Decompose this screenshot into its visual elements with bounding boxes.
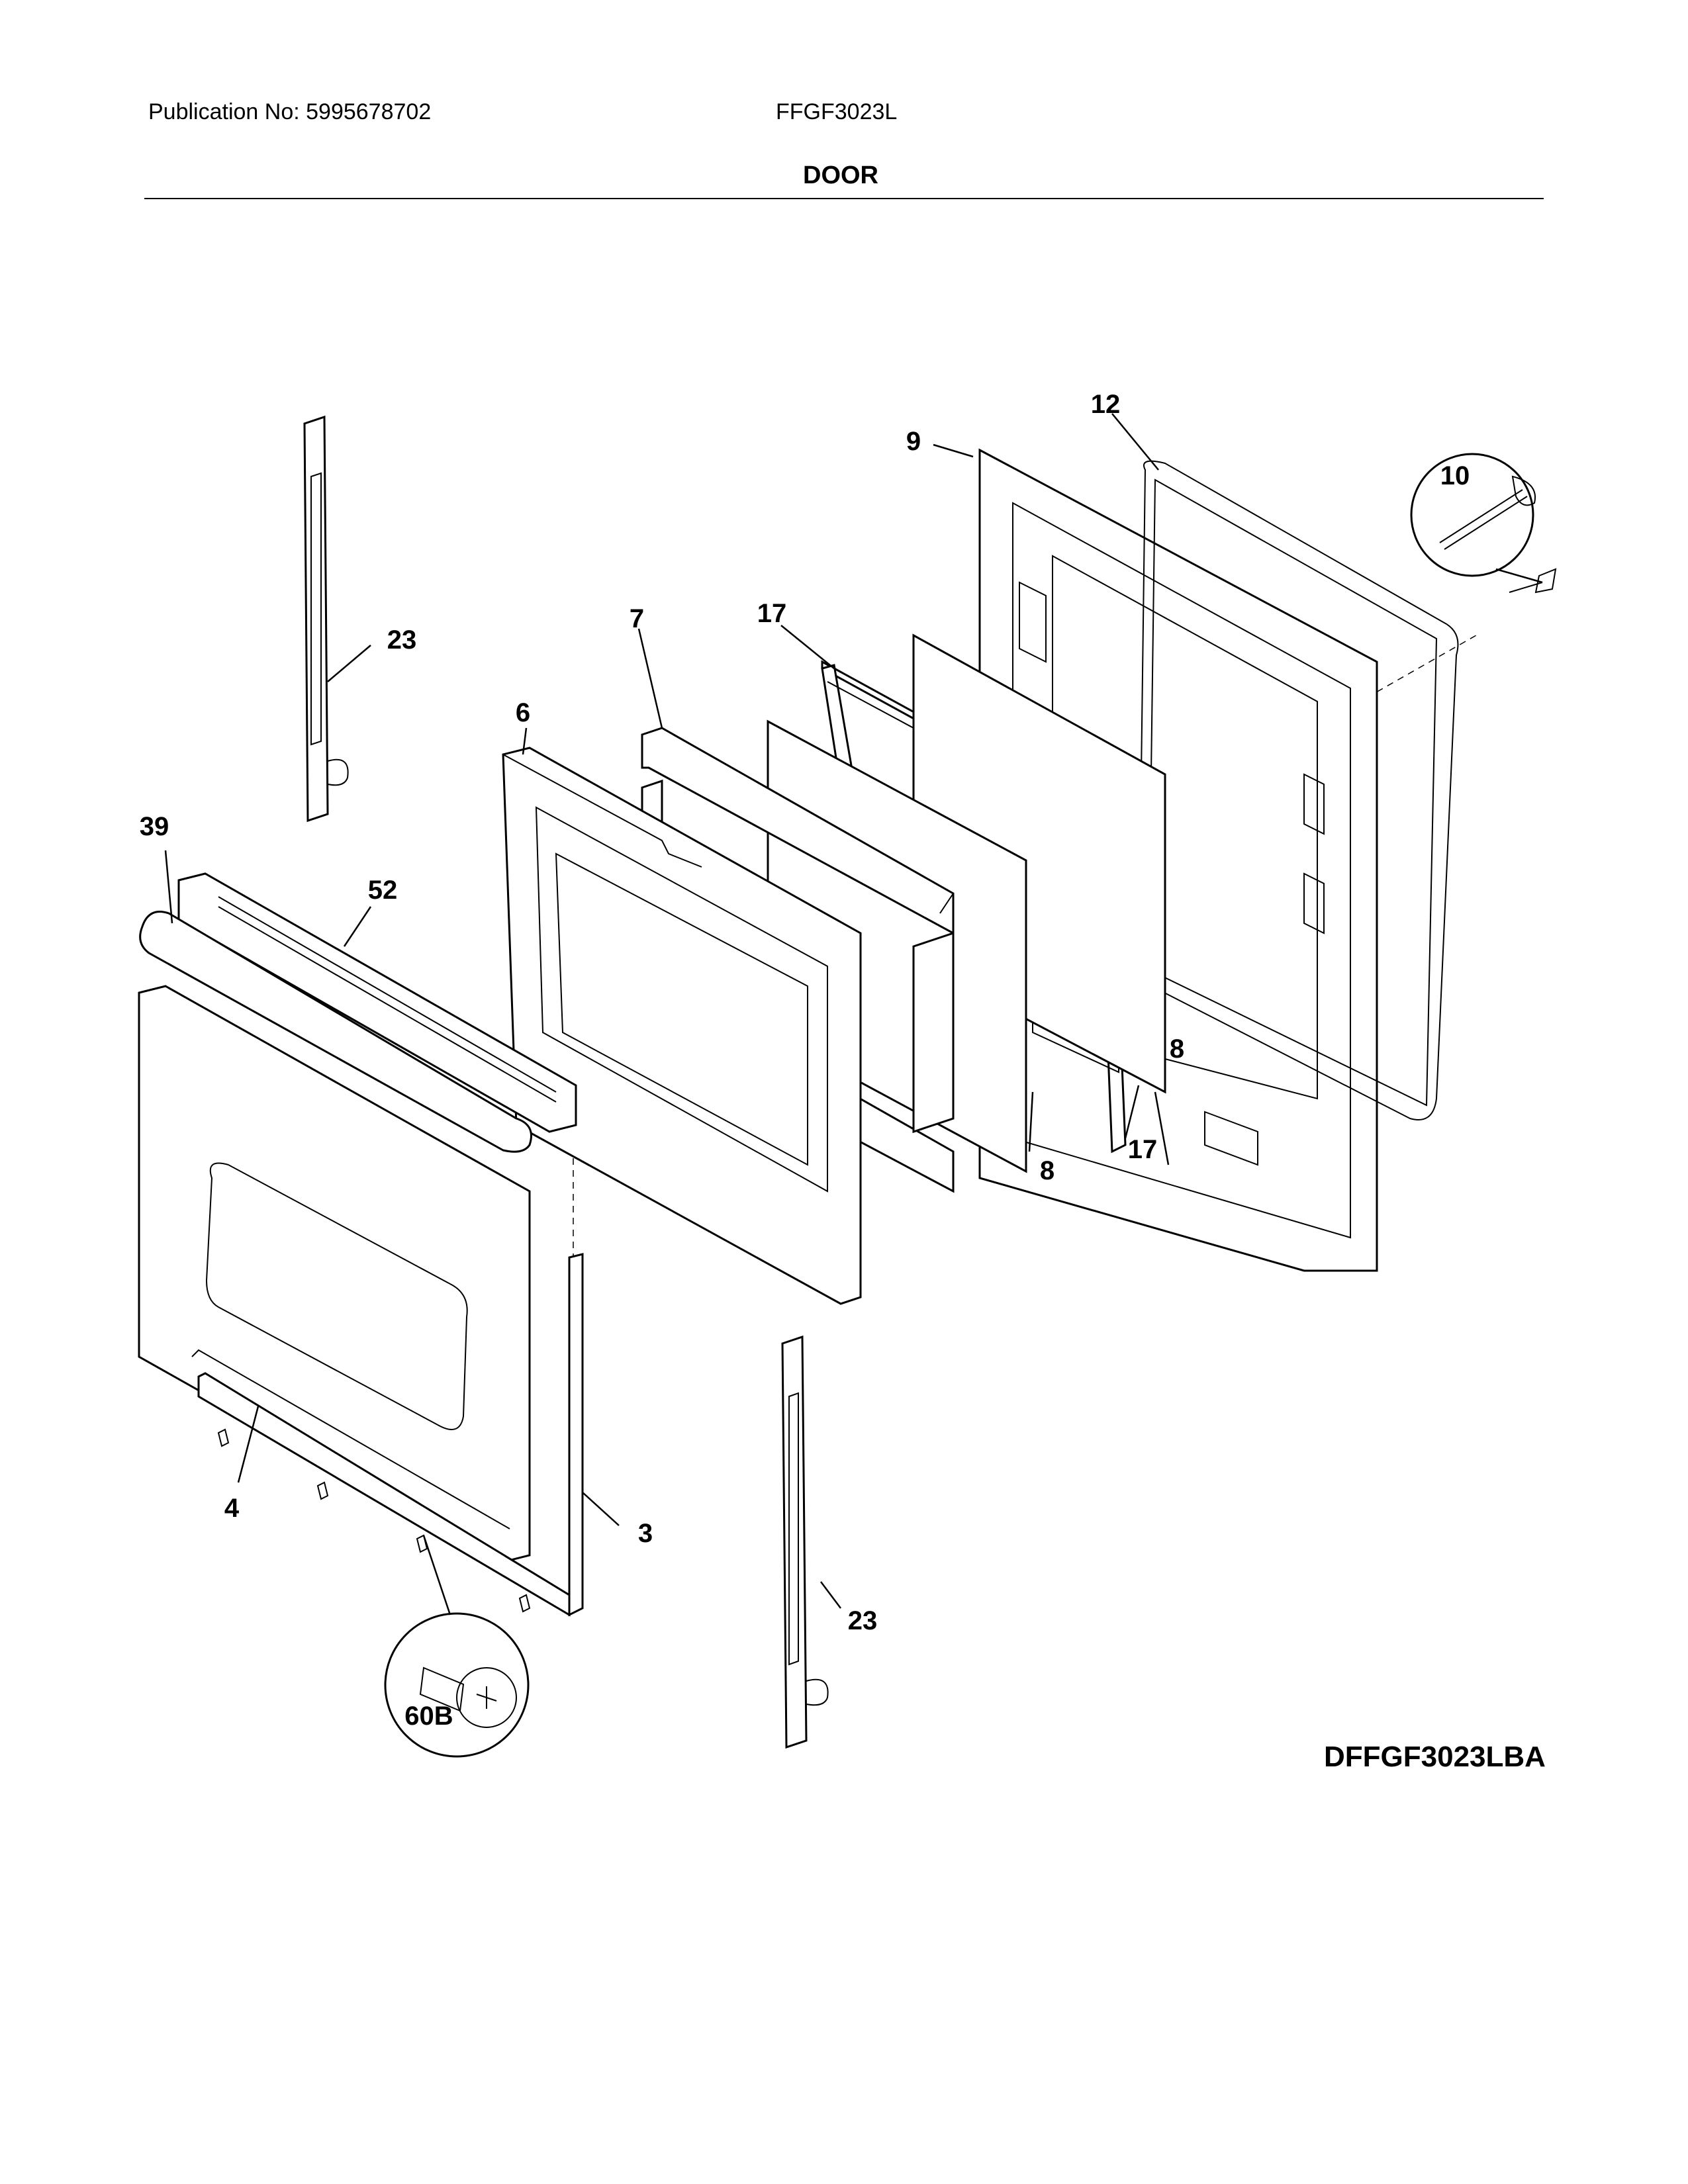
- header-rule: [144, 198, 1544, 199]
- callout-23-lower: 23: [848, 1606, 878, 1635]
- callout-39: 39: [140, 812, 169, 841]
- callout-4: 4: [224, 1494, 240, 1523]
- callout-60b: 60B: [404, 1702, 453, 1731]
- callout-leaders: [164, 413, 1170, 1615]
- model-number: FFGF3023L: [776, 99, 898, 124]
- callout-8-lower: 8: [1040, 1156, 1055, 1185]
- callout-17-upper: 17: [757, 599, 787, 628]
- diagram-code: DFFGF3023LBA: [1324, 1741, 1546, 1773]
- section-title: DOOR: [803, 161, 878, 189]
- screw-60b-inset: [384, 1612, 530, 1758]
- callout-6: 6: [516, 698, 530, 727]
- callout-3: 3: [638, 1519, 653, 1548]
- publication-number: Publication No: 5995678702: [148, 99, 432, 124]
- callout-10: 10: [1440, 461, 1470, 490]
- door-handle: [139, 911, 532, 1153]
- door-hinge-lower: [781, 1335, 829, 1749]
- callout-23-upper: 23: [387, 625, 417, 655]
- callout-7: 7: [630, 604, 644, 633]
- callout-52: 52: [368, 876, 398, 905]
- door-screws: [217, 1428, 531, 1613]
- screw-detail-inset: [1410, 453, 1557, 594]
- callout-17-lower: 17: [1128, 1135, 1158, 1164]
- door-hinge-upper: [303, 415, 349, 823]
- outer-door-panel: [138, 985, 531, 1563]
- callout-9: 9: [906, 427, 921, 456]
- door-bottom-trim: [197, 1253, 584, 1617]
- callout-12: 12: [1091, 390, 1121, 419]
- callout-8-upper: 8: [1170, 1034, 1184, 1064]
